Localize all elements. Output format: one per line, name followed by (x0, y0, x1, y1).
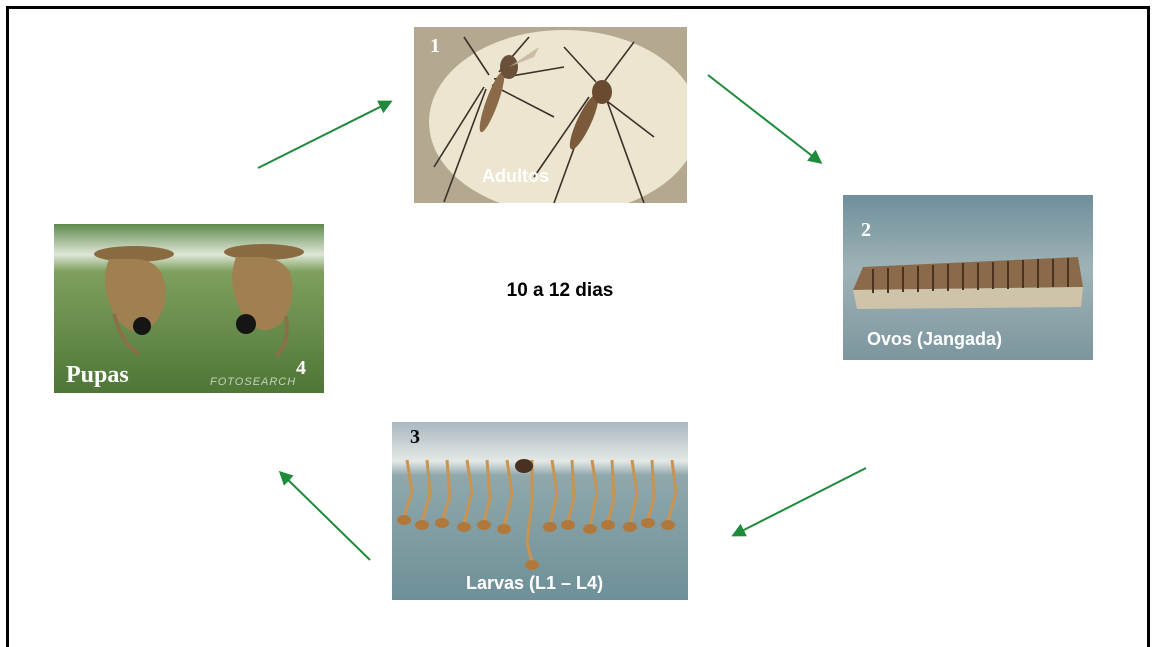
arrow-eggs-to-larvae (734, 468, 866, 535)
arrow-adults-to-eggs (708, 75, 820, 162)
arrow-larvae-to-pupae (281, 473, 370, 560)
arrow-pupae-to-adults (258, 102, 390, 168)
